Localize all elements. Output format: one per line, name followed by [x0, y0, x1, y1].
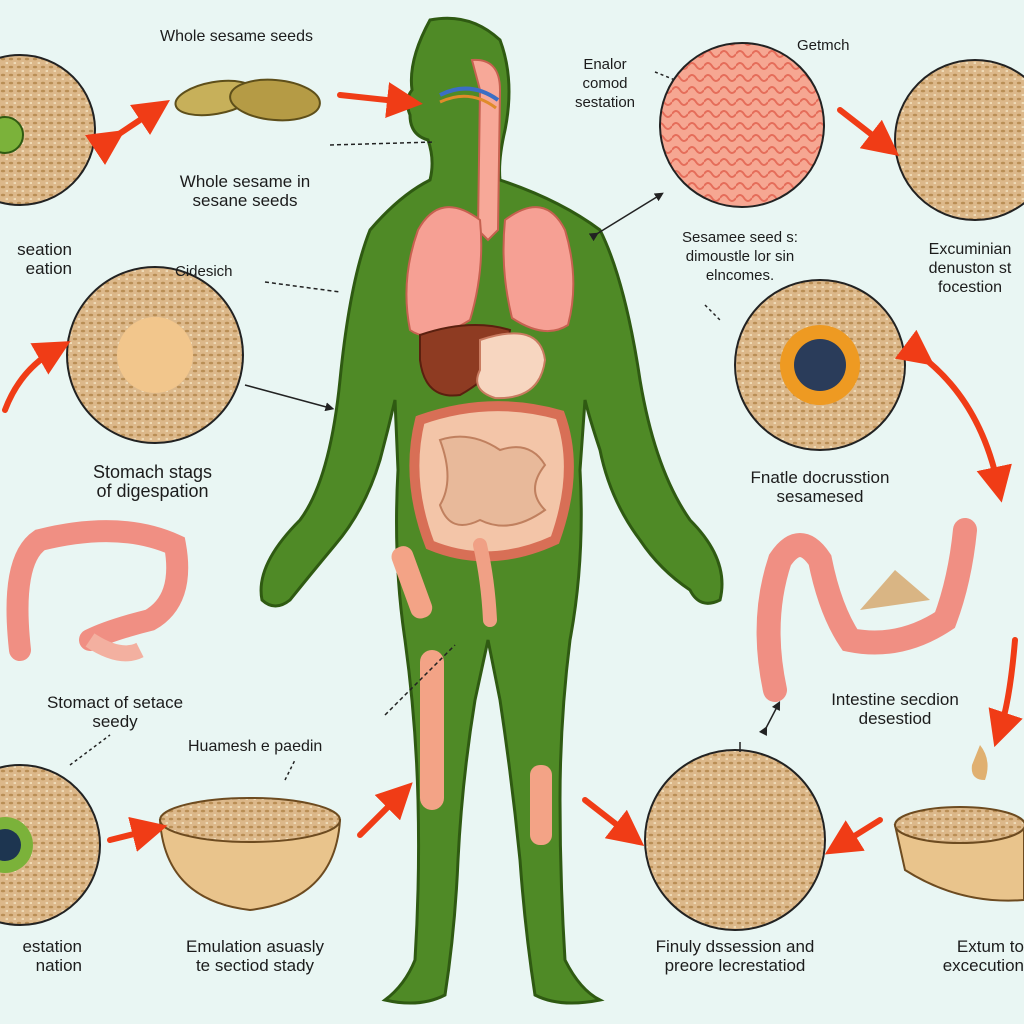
label-line: comod — [550, 74, 660, 93]
label-excuminian: Excuminian denuston st focestion — [910, 240, 1024, 297]
label-line: denuston st — [910, 259, 1024, 278]
whole-seeds-illustration — [173, 75, 322, 124]
label-stomact-of-setace: Stomact of setace seedy — [20, 693, 210, 731]
seed-circle-top-right — [895, 60, 1024, 220]
stomach-stages-circle — [67, 267, 243, 443]
label-whole-in: Whole sesame in sesane seeds — [140, 172, 350, 210]
label-huamesh: Huamesh e paedin — [188, 737, 322, 756]
label-line: elncomes. — [650, 266, 830, 285]
label-line: excecution — [910, 956, 1024, 975]
label-line: sesamesed — [720, 487, 920, 506]
label-line: Whole sesame in — [140, 172, 350, 191]
label-emulation: Emulation asuasly te sectiod stady — [155, 937, 355, 975]
label-getmch: Getmch — [797, 36, 850, 55]
label-line: seedy — [20, 712, 210, 731]
label-line: sesane seeds — [140, 191, 350, 210]
label-line: Fnatle docrusstion — [720, 468, 920, 487]
label-line: Finuly dssession and — [625, 937, 845, 956]
label-line: focestion — [910, 278, 1024, 297]
label-line: Sesamee seed s: — [650, 228, 830, 247]
label-whole-sesame-seeds: Whole sesame seeds — [160, 27, 313, 46]
label-line: sestation — [550, 93, 660, 112]
label-line: Enalor — [550, 55, 660, 74]
label-enalor: Enalor comod sestation — [550, 55, 660, 112]
label-line: dimoustle lor sin — [650, 247, 830, 266]
label-line: eation — [0, 259, 72, 278]
label-line: desestiod — [800, 709, 990, 728]
label-line: Excuminian — [910, 240, 1024, 259]
label-line: Stomact of setace — [20, 693, 210, 712]
seed-circle-top-left — [0, 55, 95, 205]
label-line: te sectiod stady — [155, 956, 355, 975]
label-line: Extum to — [910, 937, 1024, 956]
label-cidesich: Cidesich — [175, 262, 233, 281]
label-fnatle: Fnatle docrusstion sesamesed — [720, 468, 920, 506]
label-finuly: Finuly dssession and preore lecrestatiod — [625, 937, 845, 975]
stomach-lining-circle — [660, 43, 824, 207]
bowl-left — [160, 798, 340, 910]
label-line: estation — [0, 937, 82, 956]
seed-flower-circle — [735, 280, 905, 450]
label-line: preore lecrestatiod — [625, 956, 845, 975]
large-intestine-left — [18, 531, 178, 653]
seed-circle-bottom-left — [0, 765, 100, 925]
small-intestine-right — [769, 530, 965, 690]
seed-circle-bottom-right — [645, 750, 825, 930]
label-ecstation: estation nation — [0, 937, 82, 975]
label-stomach-stages: Stomach stags of digespation — [60, 463, 245, 501]
label-seation-left: seation eation — [0, 240, 72, 278]
label-line: seation — [0, 240, 72, 259]
label-extum: Extum to excecution — [910, 937, 1024, 975]
label-line: Emulation asuasly — [155, 937, 355, 956]
bowl-right — [895, 745, 1024, 901]
label-line: nation — [0, 956, 82, 975]
label-line: Intestine secdion — [800, 690, 990, 709]
label-sesamee: Sesamee seed s: dimoustle lor sin elncom… — [650, 228, 830, 285]
label-line: Stomach stags — [60, 463, 245, 482]
label-line: of digespation — [60, 482, 245, 501]
label-intestine-section: Intestine secdion desestiod — [800, 690, 990, 728]
